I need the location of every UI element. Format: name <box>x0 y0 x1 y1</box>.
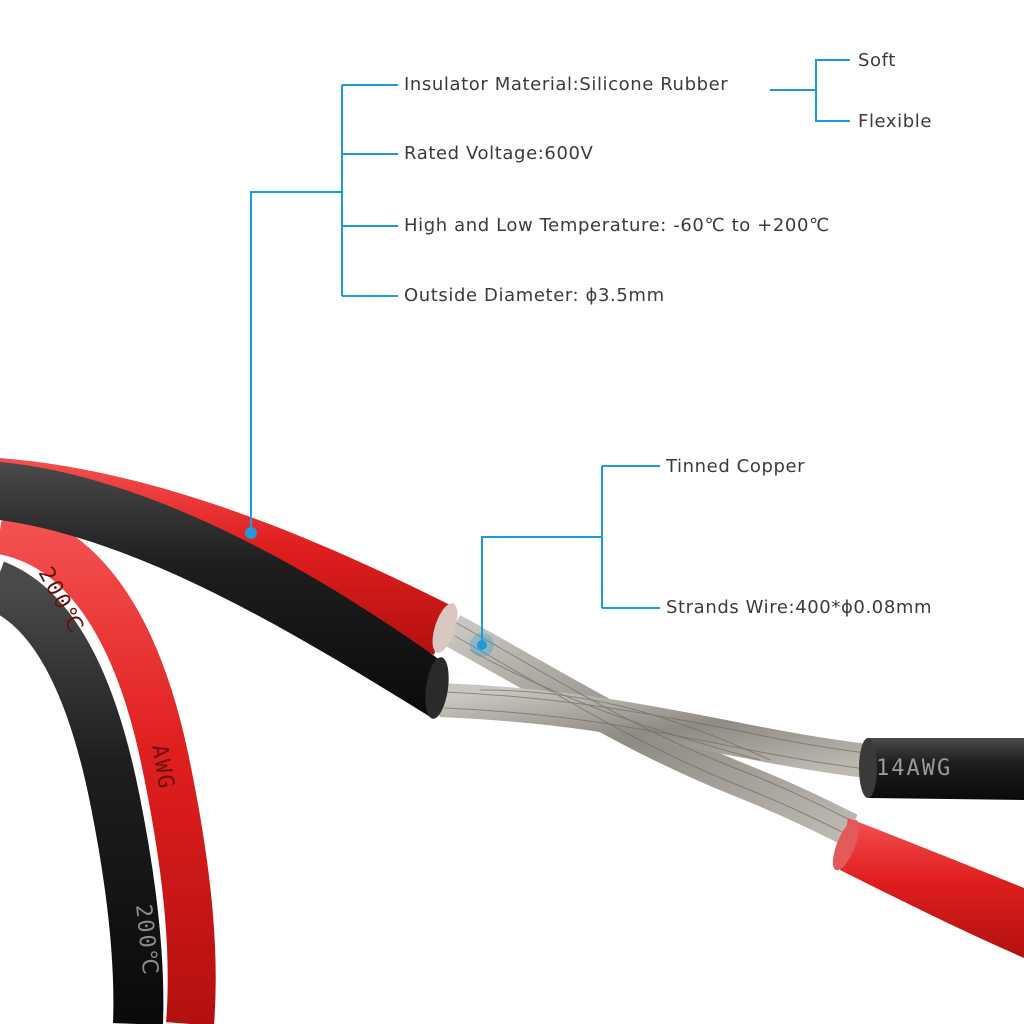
conductor-callout-dot <box>477 640 487 650</box>
black-loop-cable <box>0 561 164 1024</box>
conductor-callout-lines <box>481 465 660 645</box>
black-right-cut-end <box>859 738 877 798</box>
red-loop-cable <box>0 506 216 1024</box>
red-right-cut-end <box>832 819 860 871</box>
flexible-label: Flexible <box>858 111 933 132</box>
black-cable-cut-end <box>425 657 449 719</box>
strands-wire-label: Strands Wire:400*ϕ0.08mm <box>666 597 933 618</box>
soft-label: Soft <box>858 50 896 71</box>
strand-texture <box>444 621 876 837</box>
red-conductor-strands <box>443 615 858 846</box>
rated-voltage-label: Rated Voltage:600V <box>404 143 594 164</box>
temperature-range-label: High and Low Temperature: -60℃ to +200℃ <box>404 215 830 236</box>
black-main-cable <box>0 462 440 718</box>
black-cable-print: 14AWG <box>876 756 952 781</box>
red-right-cable <box>840 818 1024 958</box>
red-cable-cut-end <box>432 603 458 653</box>
outside-diameter-label: Outside Diameter: ϕ3.5mm <box>404 285 665 306</box>
insulator-material-label: Insulator Material:Silicone Rubber <box>404 74 729 95</box>
tinned-copper-label: Tinned Copper <box>666 456 806 477</box>
insulation-callout-lines <box>250 59 850 533</box>
insulation-callout-dot <box>245 527 257 539</box>
black-right-cable <box>868 738 1024 800</box>
